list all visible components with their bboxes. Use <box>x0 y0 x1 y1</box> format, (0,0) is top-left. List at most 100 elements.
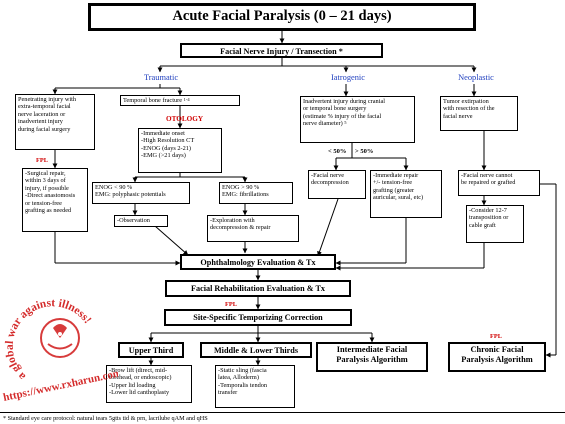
onset-line-1: -Immediate onset <box>141 130 185 137</box>
footnote: * Standard eye care protocol: natural te… <box>0 412 565 424</box>
ophthalmology-label: Ophthalmology Evaluation & Tx <box>200 258 316 267</box>
temporizing-label: Site-Specific Temporizing Correction <box>193 313 323 322</box>
penetrating-line-5: during facial surgery <box>18 125 71 133</box>
surgical-line-4: -Direct anastomosis <box>25 192 76 200</box>
temporal-fracture-ref: 1-4 <box>183 97 190 102</box>
surgical-line-2: within 3 days of <box>25 177 66 185</box>
connector-lines <box>52 31 557 366</box>
temporal-fracture-label: Temporal bone fracture <box>123 97 182 104</box>
surgical-line-3: injury, if possible <box>25 184 69 192</box>
chronic-line-2: Paralysis Algorithm <box>461 354 533 364</box>
fpl-label-chronic: FPL <box>490 333 502 340</box>
ophthalmology-node: Ophthalmology Evaluation & Tx <box>180 254 336 270</box>
penetrating-injury-node: Penetrating injury with extra-temporal f… <box>15 94 95 150</box>
repair-line-3: grafting (greater <box>373 186 415 194</box>
pct-above-50: > 50% <box>355 148 374 155</box>
exploration-node: -Exploration with decompression & repair <box>207 215 299 242</box>
tumor-extirpation-node: Tumor extirpation with resection of the … <box>440 96 518 131</box>
chronic-algorithm-node: Chronic Facial Paralysis Algorithm <box>448 342 546 372</box>
category-traumatic: Traumatic <box>128 73 194 83</box>
temporizing-node: Site-Specific Temporizing Correction <box>164 309 352 326</box>
root-label: Facial Nerve Injury / Transection * <box>220 47 343 56</box>
inadvertent-ref: 5 <box>344 120 347 126</box>
surgical-line-1: -Surgical repair, <box>25 170 66 177</box>
consider-transposition-node: -Consider 12-7 transposition or cable gr… <box>466 205 524 243</box>
observation-node: -Observation <box>114 215 168 227</box>
penetrating-line-1: Penetrating injury with <box>18 96 77 103</box>
decompression-line-1: -Facial nerve <box>311 172 345 179</box>
intermediate-line-1: Intermediate Facial <box>336 345 408 354</box>
penetrating-line-3: nerve laceration or <box>18 110 66 118</box>
enog-above-90-node: ENOG > 90 % EMG: fibrillations <box>219 182 293 204</box>
onset-line-4: -EMG (>21 days) <box>141 152 186 160</box>
inadvertent-line-4: nerve diameter) <box>303 120 343 128</box>
temporal-bone-fracture-node: Temporal bone fracture 1-4 <box>120 95 240 106</box>
inadvertent-line-1: Inadvertent injury during cranial <box>303 98 386 105</box>
svg-text:a global war against illness!: a global war against illness! <box>4 297 94 382</box>
enog-lt-line-1: ENOG < 90 % <box>95 184 133 191</box>
enog-gt-line-1: ENOG > 90 % <box>222 184 260 191</box>
static-sling-node: -Static sling (fascia latea, Alloderm) -… <box>215 365 295 408</box>
enog-below-90-node: ENOG < 90 % EMG: polyphasic potentials <box>92 182 190 204</box>
rehabilitation-label: Facial Rehabilitation Evaluation & Tx <box>190 284 326 293</box>
title-main: Acute Facial Paralysis <box>172 8 311 24</box>
middle-lower-thirds-node: Middle & Lower Thirds <box>200 342 312 358</box>
watermark-emblem-icon <box>40 318 80 358</box>
brow-line-4: -Lower lid canthoplasty <box>109 389 170 397</box>
facial-nerve-decompression-node: -Facial nerve decompression <box>308 170 366 199</box>
otology-label: OTOLOGY <box>166 115 204 123</box>
immediate-onset-node: -Immediate onset -High Resolution CT -EN… <box>138 128 222 173</box>
intermediate-line-2: Paralysis Algorithm <box>336 354 408 364</box>
consider-line-2: transposition or <box>469 214 509 222</box>
onset-line-2: -High Resolution CT <box>141 137 195 145</box>
inadvertent-line-2: or temporal bone surgery <box>303 105 367 113</box>
surgical-repair-node: -Surgical repair, within 3 days of injur… <box>22 168 88 232</box>
root-node: Facial Nerve Injury / Transection * <box>180 43 383 58</box>
title-range: (0 – 21 days) <box>313 8 392 24</box>
consider-line-3: cable graft <box>469 221 496 229</box>
watermark-arc-text: a global war against illness! <box>4 297 94 382</box>
observation-label: -Observation <box>117 217 150 224</box>
category-iatrogenic: Iatrogenic <box>318 73 378 83</box>
brow-lift-node: -Brow lift (direct, mid- forehead, or en… <box>106 365 192 403</box>
exploration-line-1: -Exploration with <box>210 217 255 224</box>
pct-below-50: < 50% <box>328 148 347 155</box>
enog-gt-line-2: EMG: fibrillations <box>222 191 269 199</box>
middle-lower-label: Middle & Lower Thirds <box>213 346 299 355</box>
onset-line-3: -ENOG (days 2-21) <box>141 144 192 152</box>
sling-line-2: latea, Alloderm) <box>218 374 259 382</box>
rehabilitation-node: Facial Rehabilitation Evaluation & Tx <box>165 280 351 297</box>
fpl-label-temporizing: FPL <box>225 301 237 308</box>
brow-line-3: -Upper lid loading <box>109 381 156 389</box>
fpl-label-traumatic: FPL <box>36 157 48 164</box>
brow-line-2: forehead, or endoscopic) <box>109 374 172 382</box>
upper-third-label: Upper Third <box>128 346 174 355</box>
inadvertent-line-3: (estimate % injury of the facial <box>303 112 382 120</box>
repair-line-2: +/- tension-free <box>373 179 413 187</box>
penetrating-line-4: inadvertent injury <box>18 118 63 126</box>
surgical-line-5: or tension-free <box>25 199 62 207</box>
surgical-line-6: grafting as needed <box>25 207 72 215</box>
repair-line-4: auricular, sural, etc) <box>373 194 424 202</box>
chronic-line-1: Chronic Facial <box>470 345 524 354</box>
category-neoplastic: Neoplastic <box>444 73 508 83</box>
decompression-line-2: decompression <box>311 179 349 187</box>
exploration-line-2: decompression & repair <box>210 224 271 232</box>
intermediate-algorithm-node: Intermediate Facial Paralysis Algorithm <box>316 342 428 372</box>
brow-line-1: -Brow lift (direct, mid- <box>109 367 168 374</box>
sling-line-3: -Temporalis tendon <box>218 381 268 389</box>
penetrating-line-2: extra-temporal facial <box>18 103 71 111</box>
sling-line-4: transfer <box>218 389 238 397</box>
inadvertent-injury-node: Inadvertent injury during cranial or tem… <box>300 96 415 143</box>
repair-line-1: -Immediate repair <box>373 172 419 179</box>
cannot-line-1: -Facial nerve cannot <box>461 172 513 179</box>
sling-line-1: -Static sling (fascia <box>218 367 267 374</box>
page-title: Acute Facial Paralysis (0 – 21 days) <box>88 3 476 31</box>
tumor-line-3: facial nerve <box>443 112 473 120</box>
cannot-repair-node: -Facial nerve cannot be repaired or graf… <box>458 170 540 196</box>
watermark-logo: a global war against illness! https://ww… <box>2 297 118 404</box>
immediate-repair-node: -Immediate repair +/- tension-free graft… <box>370 170 442 218</box>
tumor-line-2: with resection of the <box>443 105 495 113</box>
cannot-line-2: be repaired or grafted <box>461 179 516 187</box>
